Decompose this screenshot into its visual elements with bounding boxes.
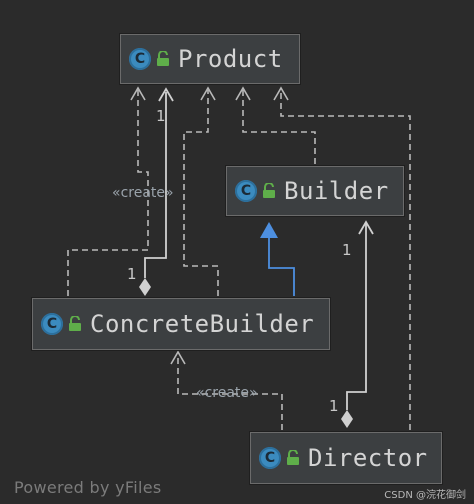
class-node-builder[interactable]: C Builder [226,166,404,216]
edge-aggregation-director-builder [346,220,374,410]
class-icon: C [41,313,63,335]
edge-create-concretebuilder-product [67,90,149,296]
public-lock-icon [156,51,170,67]
edge-dep-concretebuilder-product-right-arrow [200,86,216,101]
powered-by-footer: Powered by yFiles [14,478,162,497]
edge-dep-director-product-arrow [273,86,289,101]
edge-dep-concretebuilder-product-right [183,90,219,296]
edge-inheritance-concretebuilder-builder [268,238,295,296]
edge-create-director-concretebuilder-arrow [170,350,186,365]
class-name-builder: Builder [284,177,389,205]
class-name-director: Director [308,444,428,472]
aggregation-diamond-director [341,410,353,428]
class-name-concretebuilder: ConcreteBuilder [90,310,315,338]
edge-create-director-concretebuilder [177,354,283,430]
class-node-concretebuilder[interactable]: C ConcreteBuilder [32,298,330,350]
edge-label-create-concretebuilder: «create» [112,185,174,201]
multiplicity-builder-director-top: 1 [342,241,352,259]
edge-aggregation-concretebuilder-product [144,87,174,278]
class-icon: C [235,180,257,202]
edge-label-create-director: «create» [196,385,258,401]
public-lock-icon [262,183,276,199]
class-node-product[interactable]: C Product [120,34,300,84]
edge-dep-director-product [280,90,411,430]
multiplicity-builder-director-bottom: 1 [329,397,339,415]
public-lock-icon [286,450,300,466]
class-icon: C [259,447,281,469]
multiplicity-product-concretebuilder-top: 1 [156,107,166,125]
multiplicity-product-concretebuilder-bottom: 1 [127,265,137,283]
watermark: CSDN @浣花御剑 [384,490,466,501]
class-icon: C [129,48,151,70]
public-lock-icon [68,316,82,332]
aggregation-diamond-concretebuilder [139,278,151,296]
class-name-product: Product [178,45,283,73]
class-node-director[interactable]: C Director [250,432,442,484]
edge-dep-builder-product [242,90,316,164]
edge-create-concretebuilder-product-arrow [130,86,146,101]
edge-dep-builder-product-arrow [235,86,251,101]
inheritance-arrowhead [260,222,278,238]
